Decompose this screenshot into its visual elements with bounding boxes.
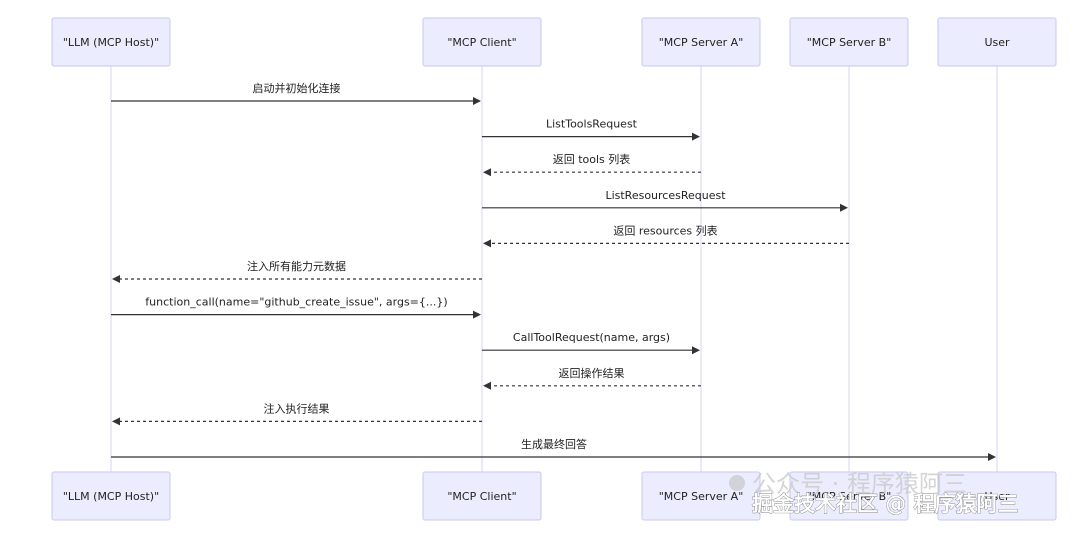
- arrowhead-icon: [692, 346, 700, 355]
- arrowhead-icon: [483, 239, 491, 248]
- actor-label: "MCP Server A": [659, 490, 744, 503]
- message-label: 返回 resources 列表: [613, 223, 717, 237]
- actors-top: "LLM (MCP Host)" "MCP Client" "MCP Server …: [51, 17, 1057, 67]
- message-6: 注入所有能力元数据: [112, 259, 482, 283]
- message-7: function_call(name="github_create_issue"…: [111, 296, 481, 319]
- actor-serverB-bottom: "MCP Server B": [789, 471, 909, 521]
- message-label: function_call(name="github_create_issue"…: [145, 296, 447, 309]
- watermark-front-text: 掘金技术社区 @ 程序猿阿三: [752, 492, 1019, 516]
- arrowhead-icon: [473, 97, 481, 105]
- actor-label: "LLM (MCP Host)": [63, 36, 159, 49]
- arrowhead-icon: [112, 275, 120, 283]
- actor-box: [937, 17, 1057, 67]
- message-label: 启动并初始化连接: [253, 81, 341, 95]
- actor-llm-bottom: "LLM (MCP Host)": [51, 471, 171, 521]
- message-8: CallToolRequest(name, args): [482, 331, 700, 355]
- arrowhead-icon: [692, 132, 700, 141]
- message-5: 返回 resources 列表: [483, 223, 849, 248]
- message-label: 注入执行结果: [264, 401, 330, 415]
- message-label: 注入所有能力元数据: [247, 259, 346, 273]
- arrowhead-icon: [988, 453, 996, 461]
- actor-box: [51, 17, 171, 67]
- watermark: 公众号 · 程序猿阿三 掘金技术社区 @ 程序猿阿三: [729, 470, 1019, 516]
- message-label: CallToolRequest(name, args): [513, 331, 670, 344]
- message-label: 生成最终回答: [521, 437, 587, 451]
- watermark-back-text: 公众号 · 程序猿阿三: [752, 470, 967, 498]
- message-9: 返回操作结果: [483, 366, 701, 390]
- message-label: 返回 tools 列表: [553, 152, 631, 166]
- actor-serverB-top: "MCP Server B": [789, 17, 909, 67]
- arrowhead-icon: [840, 203, 848, 212]
- actor-label: "MCP Server B": [807, 490, 892, 503]
- actor-label: "MCP Client": [447, 490, 516, 503]
- message-4: ListResourcesRequest: [482, 189, 848, 212]
- actor-box: [937, 471, 1057, 521]
- message-2: ListToolsRequest: [482, 118, 700, 141]
- actor-llm-top: "LLM (MCP Host)": [51, 17, 171, 67]
- actor-user-top: User: [937, 17, 1057, 67]
- arrowhead-icon: [483, 168, 491, 177]
- actor-box: [789, 471, 909, 521]
- message-label: ListResourcesRequest: [605, 189, 726, 202]
- message-label: ListToolsRequest: [546, 118, 638, 131]
- arrowhead-icon: [112, 417, 120, 426]
- actor-box: [51, 471, 171, 521]
- actor-serverA-top: "MCP Server A": [641, 17, 761, 67]
- actor-client-bottom: "MCP Client": [422, 471, 542, 521]
- wechat-logo-icon: [729, 475, 745, 491]
- actor-label: User: [984, 490, 1010, 503]
- actor-label: "LLM (MCP Host)": [63, 490, 159, 503]
- arrowhead-icon: [483, 381, 491, 390]
- actor-label: "MCP Client": [447, 36, 516, 49]
- actor-user-bottom: User: [937, 471, 1057, 521]
- messages: 启动并初始化连接 ListToolsRequest 返回 tools 列表 ListR…: [111, 81, 996, 461]
- arrowhead-icon: [473, 310, 481, 319]
- actor-client-top: "MCP Client": [422, 17, 542, 67]
- message-3: 返回 tools 列表: [483, 152, 701, 177]
- actor-box: [422, 471, 542, 521]
- lifelines: [110, 66, 998, 472]
- message-1: 启动并初始化连接: [111, 81, 481, 105]
- actor-label: "MCP Server A": [659, 36, 744, 49]
- actor-label: User: [984, 36, 1010, 49]
- actor-box: [789, 17, 909, 67]
- message-label: 返回操作结果: [559, 366, 625, 380]
- message-10: 注入执行结果: [112, 401, 482, 426]
- actor-box: [641, 17, 761, 67]
- actor-box: [422, 17, 542, 67]
- message-11: 生成最终回答: [111, 437, 996, 461]
- actor-label: "MCP Server B": [807, 36, 892, 49]
